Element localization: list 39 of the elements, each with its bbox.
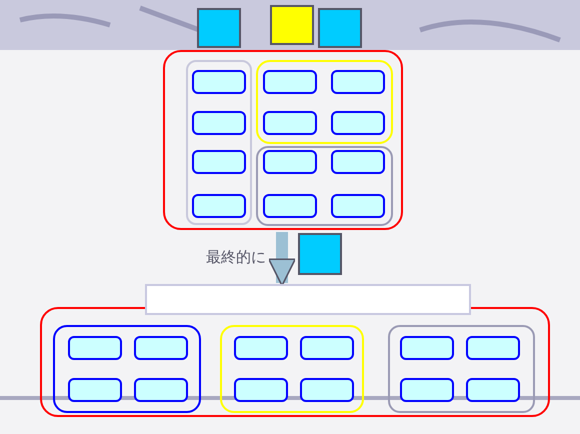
block-arrow <box>268 232 296 286</box>
group-frame <box>186 60 252 225</box>
rounded-box <box>192 70 246 94</box>
rounded-box <box>234 378 288 402</box>
group-frame <box>53 325 201 413</box>
container-frame <box>40 307 550 417</box>
square-marker <box>298 233 342 275</box>
blank-bar <box>145 284 471 315</box>
rounded-box <box>400 378 454 402</box>
rounded-box <box>192 111 246 135</box>
rounded-box <box>68 378 122 402</box>
rounded-box <box>300 378 354 402</box>
group-frame <box>256 60 393 144</box>
rounded-box <box>300 336 354 360</box>
rounded-box <box>192 150 246 174</box>
rounded-box <box>134 378 188 402</box>
edge-label: 最終的に <box>204 248 268 266</box>
rounded-box <box>466 336 520 360</box>
rounded-box <box>68 336 122 360</box>
square-marker <box>270 5 314 45</box>
rounded-box <box>466 378 520 402</box>
rounded-box <box>400 336 454 360</box>
rounded-box <box>331 194 385 218</box>
group-frame <box>220 325 364 413</box>
group-frame <box>388 325 535 413</box>
square-marker <box>318 8 362 48</box>
rounded-box <box>263 70 317 94</box>
group-frame <box>256 146 393 226</box>
rounded-box <box>263 194 317 218</box>
rounded-box <box>192 194 246 218</box>
container-frame <box>163 50 403 230</box>
rounded-box <box>134 336 188 360</box>
rounded-box <box>331 111 385 135</box>
rounded-box <box>263 150 317 174</box>
rounded-box <box>263 111 317 135</box>
rounded-box <box>234 336 288 360</box>
square-marker <box>197 8 241 48</box>
rounded-box <box>331 70 385 94</box>
rounded-box <box>331 150 385 174</box>
